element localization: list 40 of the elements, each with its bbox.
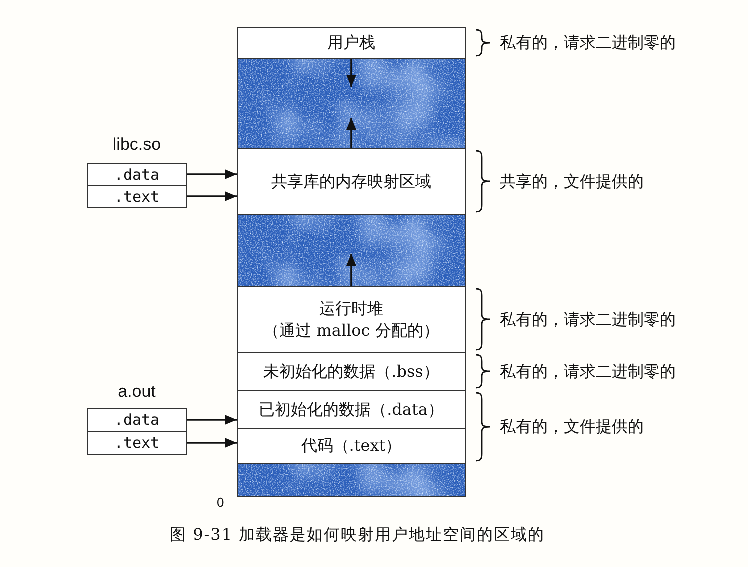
memory-region [237, 352, 466, 391]
memory-region [237, 148, 466, 215]
arrow [187, 438, 237, 448]
file-name: libc.so [112, 135, 162, 155]
arrow [346, 118, 356, 148]
gap-band [237, 214, 466, 287]
address-label: 0 [217, 494, 224, 512]
brace-note: 私有的，请求二进制零的 [500, 33, 676, 53]
section-row [87, 163, 187, 186]
region-label: （通过 malloc 分配的） [264, 320, 440, 342]
section-name: .text [114, 434, 160, 452]
gap-band [237, 58, 466, 149]
region-label: 已初始化的数据（.data） [259, 398, 444, 420]
arrow [346, 254, 356, 286]
brace-note: 共享的，文件提供的 [500, 172, 644, 192]
brace-note: 私有的，文件提供的 [500, 417, 644, 437]
brace-note: 私有的，请求二进制零的 [500, 362, 676, 382]
region-label: 未初始化的数据（.bss） [264, 360, 440, 382]
figure-caption: 图 9-31 加载器是如何映射用户地址空间的区域的 [170, 524, 546, 546]
section-row [87, 431, 187, 455]
region-label: 代码（.text） [301, 435, 402, 457]
arrow [187, 415, 237, 425]
memory-region [237, 428, 466, 464]
brace-note: 私有的，请求二进制零的 [500, 310, 676, 330]
section-name: .text [114, 188, 160, 206]
gap-band [237, 463, 466, 497]
arrow [187, 192, 237, 202]
arrow [187, 170, 237, 180]
region-label: 用户栈 [328, 32, 376, 54]
section-row [87, 185, 187, 208]
section-row [87, 408, 187, 432]
region-label: 共享库的内存映射区域 [272, 170, 432, 192]
region-label: 运行时堆 [320, 298, 384, 320]
file-name: a.out [117, 382, 157, 402]
section-name: .data [114, 166, 160, 184]
arrow [346, 59, 356, 87]
memory-region [237, 390, 466, 429]
memory-region [237, 27, 466, 59]
memory-region [237, 286, 466, 353]
section-name: .data [114, 411, 160, 429]
